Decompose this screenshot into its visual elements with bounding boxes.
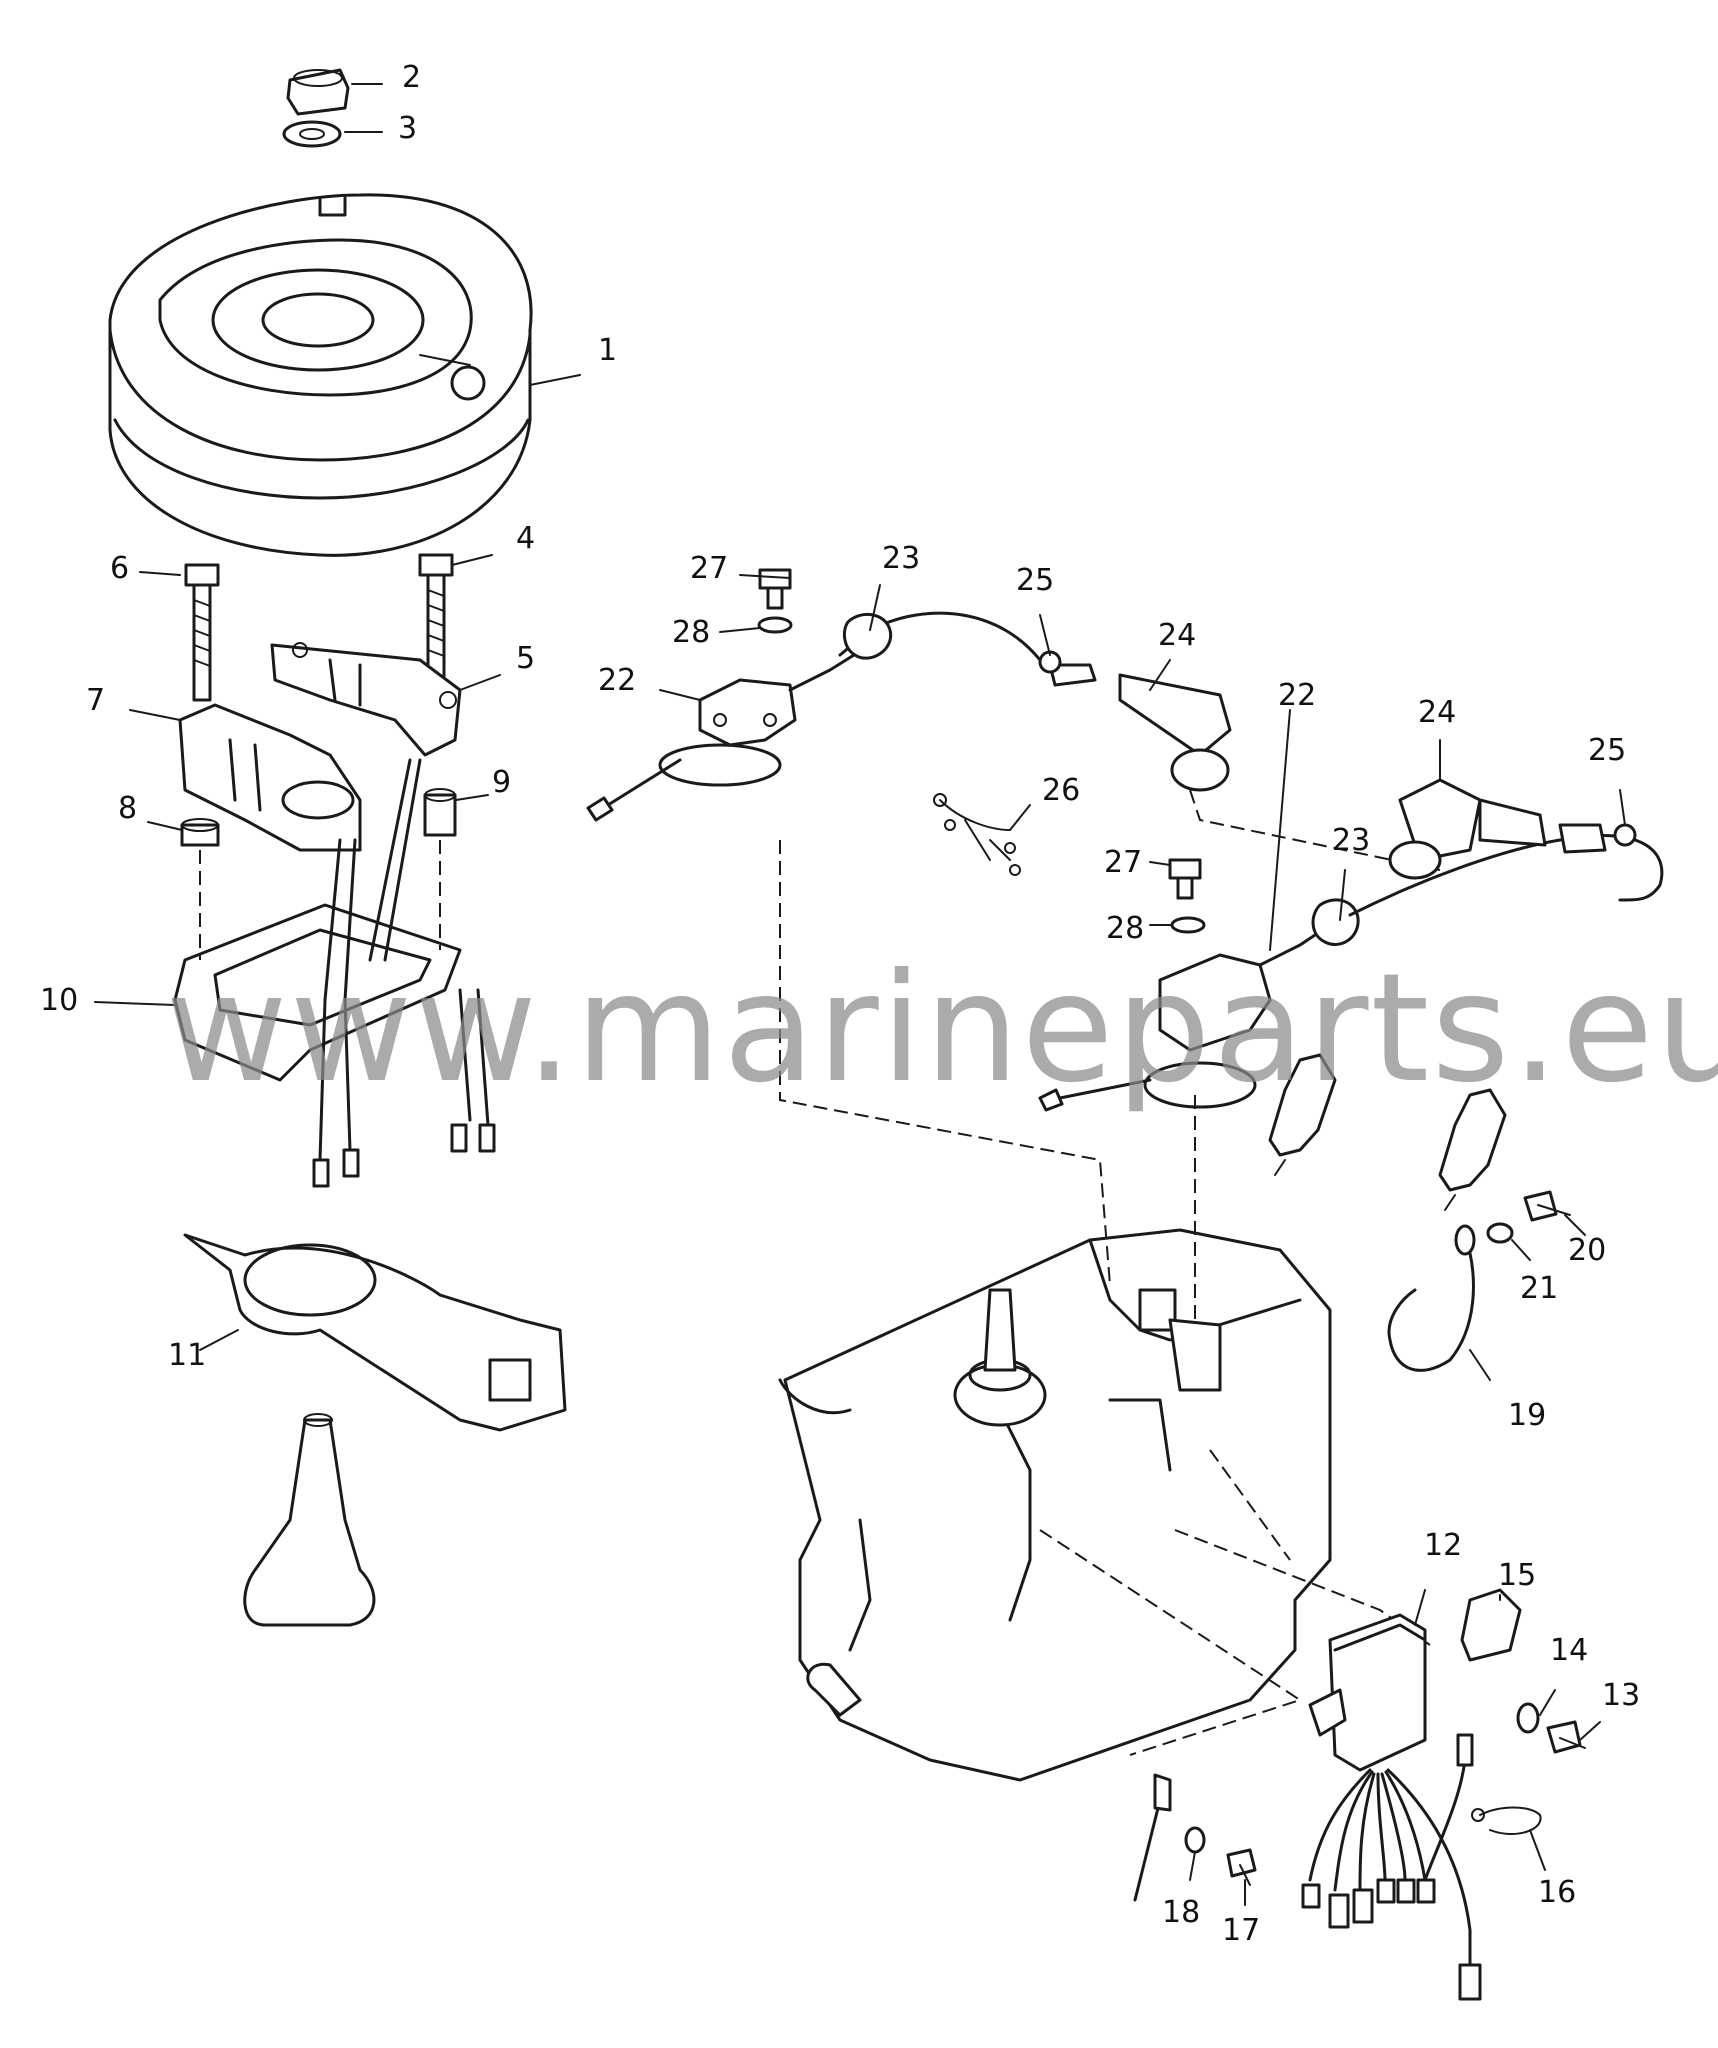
part-clip-25b	[1613, 823, 1637, 847]
part-ground-lead	[1387, 1224, 1476, 1372]
callout-18: 18	[1162, 1895, 1200, 1930]
callout-21: 21	[1520, 1271, 1558, 1306]
part-cdi-unit	[1308, 1613, 1427, 1772]
callout-20: 20	[1568, 1233, 1606, 1268]
part-ignition-coil	[178, 703, 362, 852]
part-spark-plug-cap-24a	[1048, 663, 1441, 871]
part-spacer-tall	[423, 788, 457, 837]
callout-12: 12	[1424, 1528, 1462, 1563]
engine-block	[778, 1228, 1332, 1782]
callout-3: 3	[398, 111, 417, 146]
callout-1: 1	[598, 333, 617, 368]
crankshaft-stub	[243, 1413, 376, 1627]
callout-13: 13	[1602, 1678, 1640, 1713]
part-high-tension-lead-23b	[1348, 834, 1664, 917]
callout-22-left: 22	[598, 663, 636, 698]
callout-19: 19	[1508, 1398, 1546, 1433]
callout-10: 10	[40, 983, 78, 1018]
callout-leaders	[94, 83, 1626, 1906]
callout-15: 15	[1498, 1558, 1536, 1593]
callout-27-right: 27	[1104, 845, 1142, 880]
part-screw-17	[1226, 1848, 1257, 1886]
part-high-tension-lead-23a	[838, 611, 1042, 662]
callout-23-right: 23	[1332, 823, 1370, 858]
part-washer-21	[1486, 1222, 1514, 1244]
spark-plug-right	[1438, 1088, 1507, 1211]
spark-plug-left	[1268, 1053, 1337, 1176]
part-washer	[282, 120, 342, 148]
callout-16: 16	[1538, 1875, 1576, 1910]
callout-25-right: 25	[1588, 733, 1626, 768]
stator-wiring	[312, 758, 496, 1188]
part-screw-27b	[1168, 858, 1202, 900]
callout-5: 5	[516, 641, 535, 676]
part-bolt-long-right	[418, 553, 454, 682]
part-flywheel	[108, 193, 533, 557]
callout-8: 8	[118, 791, 137, 826]
callout-25-left: 25	[1016, 563, 1054, 598]
callout-labels: 2 3 1 4 6 5 7 9 8 10 11 27 23 25 28 24 2…	[40, 60, 1640, 1948]
callout-28-left: 28	[672, 615, 710, 650]
part-bolt-13	[1546, 1720, 1586, 1754]
callout-11: 11	[168, 1338, 206, 1373]
callout-26: 26	[1042, 773, 1080, 808]
part-bracket-15	[1460, 1588, 1522, 1662]
part-ignition-coil-22b	[1038, 898, 1360, 1112]
part-bolt-20	[1523, 1190, 1571, 1222]
part-wire-clip	[933, 793, 1021, 876]
part-nut	[286, 68, 350, 116]
callout-2: 2	[402, 60, 421, 95]
part-washer-28b	[1170, 916, 1206, 934]
part-spark-plug-cap-24b	[1388, 778, 1607, 880]
callout-6: 6	[110, 551, 129, 586]
callout-14: 14	[1550, 1633, 1588, 1668]
callout-7: 7	[86, 683, 105, 718]
part-sensor-lead-18	[1133, 1773, 1206, 1902]
part-screw-27a	[758, 568, 792, 610]
part-ignition-coil-22a	[586, 643, 872, 822]
callout-17: 17	[1222, 1913, 1260, 1948]
callout-4: 4	[516, 521, 535, 556]
part-spacer-small	[180, 818, 220, 847]
part-washer-28a	[757, 616, 793, 634]
callout-23-left: 23	[882, 541, 920, 576]
callout-27-left: 27	[690, 551, 728, 586]
part-stator-base	[173, 840, 462, 1082]
watermark-text: www.marineparts.eu	[165, 942, 1718, 1116]
part-washer-14	[1516, 1702, 1540, 1734]
part-stator-bracket	[183, 1233, 567, 1432]
callout-24-left: 24	[1158, 618, 1196, 653]
callout-9: 9	[492, 765, 511, 800]
part-charge-coil	[270, 642, 462, 757]
callout-24-right: 24	[1418, 695, 1456, 730]
cdi-wire-harness	[1301, 1733, 1482, 2001]
callout-22-right: 22	[1278, 678, 1316, 713]
part-clip-16	[1471, 1806, 1542, 1835]
callout-28-right: 28	[1106, 911, 1144, 946]
part-bolt-long-left	[184, 563, 220, 702]
